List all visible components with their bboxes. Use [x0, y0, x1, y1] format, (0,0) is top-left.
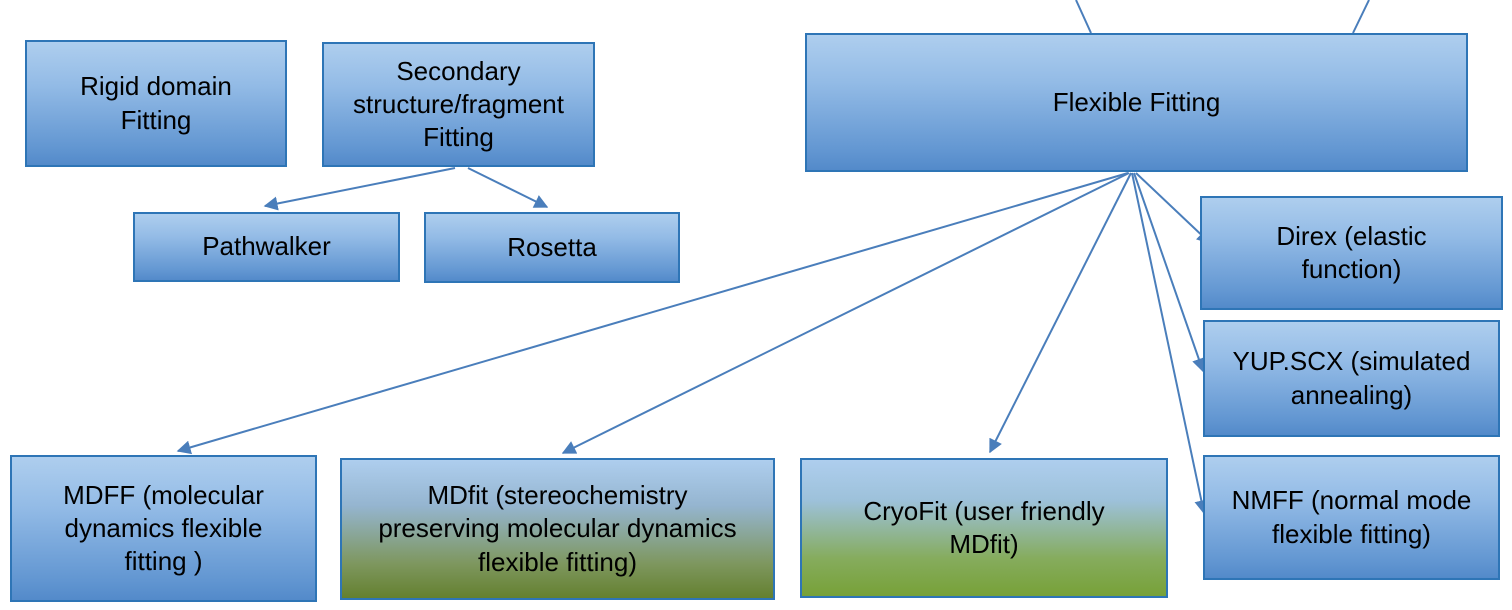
box-pathwalker-label: Pathwalker	[202, 231, 331, 262]
box-flexible-fitting: Flexible Fitting	[805, 33, 1468, 172]
box-mdff: MDFF (molecular dynamics flexible fittin…	[10, 455, 317, 602]
box-rosetta-label: Rosetta	[507, 231, 597, 262]
box-rigid-domain-fitting-label: Rigid domain Fitting	[80, 71, 232, 135]
edge-flexible-to-direx	[1135, 172, 1212, 244]
box-direx-label: Direx (elastic function)	[1276, 220, 1427, 284]
box-nmff: NMFF (normal mode flexible fitting)	[1203, 455, 1500, 580]
edge-flexible-to-yup-scx	[1133, 172, 1206, 373]
box-cryofit: CryoFit (user friendly MDfit)	[800, 458, 1168, 598]
box-secondary-structure-fragment-fitting: Secondary structure/fragment Fitting	[322, 42, 595, 167]
edge-offscreen-left-to-flexible-fitting	[1075, 0, 1092, 34]
edge-secondary-to-pathwalker	[263, 167, 456, 211]
box-mdff-label: MDFF (molecular dynamics flexible fittin…	[63, 479, 264, 577]
box-mdfit-label: MDfit (stereochemistry preserving molecu…	[378, 480, 737, 577]
box-nmff-label: NMFF (normal mode flexible fitting)	[1231, 485, 1472, 549]
box-mdfit: MDfit (stereochemistry preserving molecu…	[340, 458, 775, 600]
box-yup-scx-label: YUP.SCX (simulated annealing)	[1232, 346, 1471, 410]
box-yup-scx: YUP.SCX (simulated annealing)	[1203, 320, 1500, 437]
edge-secondary-to-rosetta	[467, 167, 549, 208]
box-secondary-structure-fragment-fitting-label: Secondary structure/fragment Fitting	[353, 55, 564, 153]
edge-offscreen-right-to-flexible-fitting	[1352, 0, 1370, 34]
box-rosetta: Rosetta	[424, 212, 680, 283]
box-direx: Direx (elastic function)	[1200, 196, 1503, 310]
box-pathwalker: Pathwalker	[133, 212, 400, 282]
box-rigid-domain-fitting: Rigid domain Fitting	[25, 40, 287, 167]
box-cryofit-label: CryoFit (user friendly MDfit)	[863, 495, 1105, 559]
box-flexible-fitting-label: Flexible Fitting	[1052, 86, 1221, 117]
edge-flexible-to-cryofit	[989, 172, 1132, 454]
